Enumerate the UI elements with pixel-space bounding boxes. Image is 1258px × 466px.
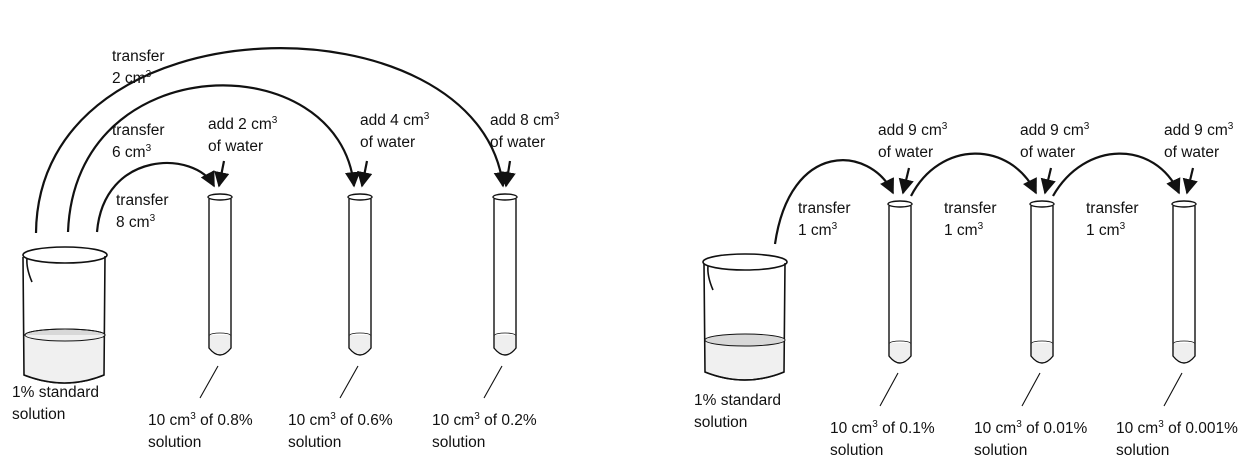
- left-beaker-label: 1% standard solution: [12, 384, 100, 423]
- add-water-label-right-2: add 9 cm3 of water: [1020, 121, 1090, 162]
- right-beaker: [702, 253, 788, 381]
- transfer-label-6cm: transfer 6 cm3: [112, 122, 165, 161]
- left-beaker: [22, 246, 108, 384]
- transfer-label-2cm: transfer 2 cm3: [112, 48, 165, 87]
- right-beaker-label: 1% standard solution: [694, 392, 782, 431]
- result-label-right-2: 10 cm3 of 0.01% solution: [974, 419, 1088, 460]
- transfer-arrow-right-1: [773, 159, 894, 245]
- transfer-arrow-right-3: [1052, 152, 1181, 197]
- result-label-left-1: 10 cm3 of 0.8% solution: [148, 411, 253, 452]
- add-water-label-right-1: add 9 cm3 of water: [878, 121, 948, 162]
- right-tube-2: [1029, 200, 1055, 364]
- add-water-label-left-1: add 2 cm3 of water: [208, 115, 278, 156]
- result-label-left-3: 10 cm3 of 0.2% solution: [432, 411, 537, 452]
- add-water-label-right-3: add 9 cm3 of water: [1164, 121, 1234, 162]
- pointer-right-1: [879, 372, 899, 407]
- water-arrow-left-1: [214, 160, 230, 188]
- transfer-arrow-2cm: [34, 47, 509, 234]
- result-label-right-1: 10 cm3 of 0.1% solution: [830, 419, 935, 460]
- add-water-label-left-3: add 8 cm3 of water: [490, 111, 560, 152]
- water-arrow-left-3: [500, 160, 516, 188]
- water-arrow-right-1: [898, 167, 914, 195]
- right-tube-3: [1171, 200, 1197, 364]
- add-water-label-left-2: add 4 cm3 of water: [360, 111, 430, 152]
- pointer-left-2: [339, 365, 359, 399]
- transfer-arrow-8cm: [95, 161, 215, 233]
- left-tube-1: [207, 193, 233, 356]
- transfer-arrow-right-2: [910, 152, 1037, 197]
- pointer-right-2: [1021, 372, 1041, 407]
- transfer-label-right-1: transfer 1 cm3: [798, 200, 851, 239]
- transfer-label-right-3: transfer 1 cm3: [1086, 200, 1139, 239]
- right-tube-1: [887, 200, 913, 364]
- left-tube-2: [347, 193, 373, 356]
- water-arrow-right-3: [1182, 167, 1198, 195]
- pointer-left-3: [483, 365, 503, 399]
- transfer-label-8cm: transfer 8 cm3: [116, 192, 169, 231]
- transfer-arrow-6cm: [66, 84, 361, 233]
- transfer-label-right-2: transfer 1 cm3: [944, 200, 997, 239]
- water-arrow-right-2: [1040, 167, 1056, 195]
- water-arrow-left-2: [357, 160, 373, 188]
- pointer-right-3: [1163, 372, 1183, 407]
- left-tube-3: [492, 193, 518, 356]
- result-label-right-3: 10 cm3 of 0.001% solution: [1116, 419, 1238, 460]
- result-label-left-2: 10 cm3 of 0.6% solution: [288, 411, 393, 452]
- pointer-left-1: [199, 365, 219, 399]
